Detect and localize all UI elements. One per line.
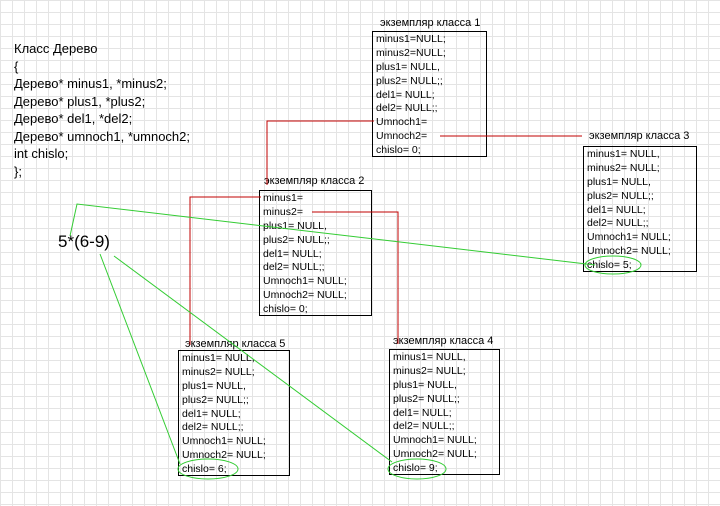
class-def-line: Дерево* del1, *del2; <box>14 111 133 126</box>
instance-2-caption: экземпляр класса 2 <box>264 175 365 187</box>
field-umnoch1: Umnoch1= NULL; <box>393 434 477 447</box>
field-del1: del1= NULL; <box>393 406 452 419</box>
field-minus1: minus1= NULL, <box>393 351 466 363</box>
field-umnoch2: Umnoch2= <box>376 130 428 143</box>
field-del1: del1= NULL; <box>587 203 646 216</box>
highlight-chislo-instance-4 <box>387 458 447 480</box>
field-del1: del1= NULL; <box>376 88 435 101</box>
class-def-line: Класс Дерево <box>14 41 98 56</box>
value-link-5-to-instance-3 <box>69 203 596 266</box>
instance-1-box: minus1=NULL; minus2=NULL; plus1= NULL, p… <box>372 31 487 157</box>
field-minus1: minus1=NULL; <box>376 33 446 45</box>
instance-1-caption: экземпляр класса 1 <box>380 17 481 29</box>
field-del2: del2= NULL;; <box>182 421 244 434</box>
field-chislo: chislo= 0; <box>263 303 308 316</box>
value-link-9-to-instance-4 <box>113 255 393 463</box>
highlight-chislo-instance-3 <box>584 255 642 275</box>
field-chislo: chislo= 0; <box>376 144 421 157</box>
instance-4-caption: экземпляр класса 4 <box>393 335 494 347</box>
instance-4-box: minus1= NULL, minus2= NULL; plus1= NULL,… <box>389 349 500 475</box>
instance-3-box: minus1= NULL, minus2= NULL; plus1= NULL,… <box>583 146 697 272</box>
field-umnoch2: Umnoch2= NULL; <box>182 449 266 462</box>
field-minus2: minus2= NULL; <box>587 161 660 174</box>
class-def-line: { <box>14 58 19 74</box>
pointer-link-umnoch1-to-instance-2 <box>266 120 374 185</box>
pointer-link-minus2-to-instance-4 <box>312 211 399 344</box>
field-chislo: chislo= 5; <box>587 259 632 272</box>
class-definition: Класс Дерево { Дерево* minus1, *minus2; … <box>14 40 190 180</box>
field-umnoch2: Umnoch2= NULL; <box>263 289 347 302</box>
instance-3-caption: экземпляр класса 3 <box>589 130 690 142</box>
field-del2: del2= NULL;; <box>393 420 455 433</box>
field-del2: del2= NULL;; <box>587 217 649 230</box>
instance-5-caption: экземпляр класса 5 <box>185 338 286 350</box>
field-plus2: plus2= NULL;; <box>376 74 443 87</box>
field-plus2: plus2= NULL;; <box>263 233 330 246</box>
field-plus2: plus2= NULL;; <box>182 393 249 406</box>
class-def-line: }; <box>14 163 22 179</box>
field-plus1: plus1= NULL, <box>376 60 440 73</box>
field-del2: del2= NULL;; <box>263 261 325 274</box>
field-plus1: plus1= NULL, <box>587 175 651 188</box>
instance-5-box: minus1= NULL, minus2= NULL; plus1= NULL,… <box>178 350 290 476</box>
field-plus2: plus2= NULL;; <box>393 392 460 405</box>
field-umnoch1: Umnoch1= NULL; <box>587 231 671 244</box>
instance-2-box: minus1= minus2= plus1= NULL, plus2= NULL… <box>259 190 372 316</box>
expression-label: 5*(6-9) <box>58 232 110 251</box>
field-umnoch1: Umnoch1= <box>376 116 428 129</box>
field-plus2: plus2= NULL;; <box>587 189 654 202</box>
field-chislo: chislo= 9; <box>393 462 438 475</box>
field-minus2: minus2=NULL; <box>376 46 446 59</box>
field-umnoch2: Umnoch2= NULL; <box>393 448 477 461</box>
pointer-link-minus1-to-instance-5 <box>189 196 261 345</box>
field-umnoch2: Umnoch2= NULL; <box>587 245 671 258</box>
field-minus1: minus1= <box>263 192 303 204</box>
field-umnoch1: Umnoch1= NULL; <box>263 275 347 288</box>
field-umnoch1: Umnoch1= NULL; <box>182 435 266 448</box>
field-minus2: minus2= <box>263 205 303 218</box>
class-def-line: Дерево* umnoch1, *umnoch2; <box>14 128 191 144</box>
field-minus2: minus2= NULL; <box>182 365 255 378</box>
field-del1: del1= NULL; <box>263 247 322 260</box>
field-del2: del2= NULL;; <box>376 102 438 115</box>
highlight-chislo-instance-5 <box>177 458 239 480</box>
field-chislo: chislo= 6; <box>182 463 227 476</box>
class-def-line: Дерево* plus1, *plus2; <box>14 93 146 109</box>
field-minus2: minus2= NULL; <box>393 364 466 377</box>
field-del1: del1= NULL; <box>182 407 241 420</box>
field-minus1: minus1= NULL, <box>182 352 255 364</box>
value-link-6-to-instance-5 <box>99 253 181 465</box>
field-plus1: plus1= NULL, <box>393 378 457 391</box>
field-plus1: plus1= NULL, <box>182 379 246 392</box>
class-def-line: int chislo; <box>14 146 69 161</box>
class-def-line: Дерево* minus1, *minus2; <box>14 76 167 91</box>
field-minus1: minus1= NULL, <box>587 148 660 160</box>
field-plus1: plus1= NULL, <box>263 219 327 232</box>
